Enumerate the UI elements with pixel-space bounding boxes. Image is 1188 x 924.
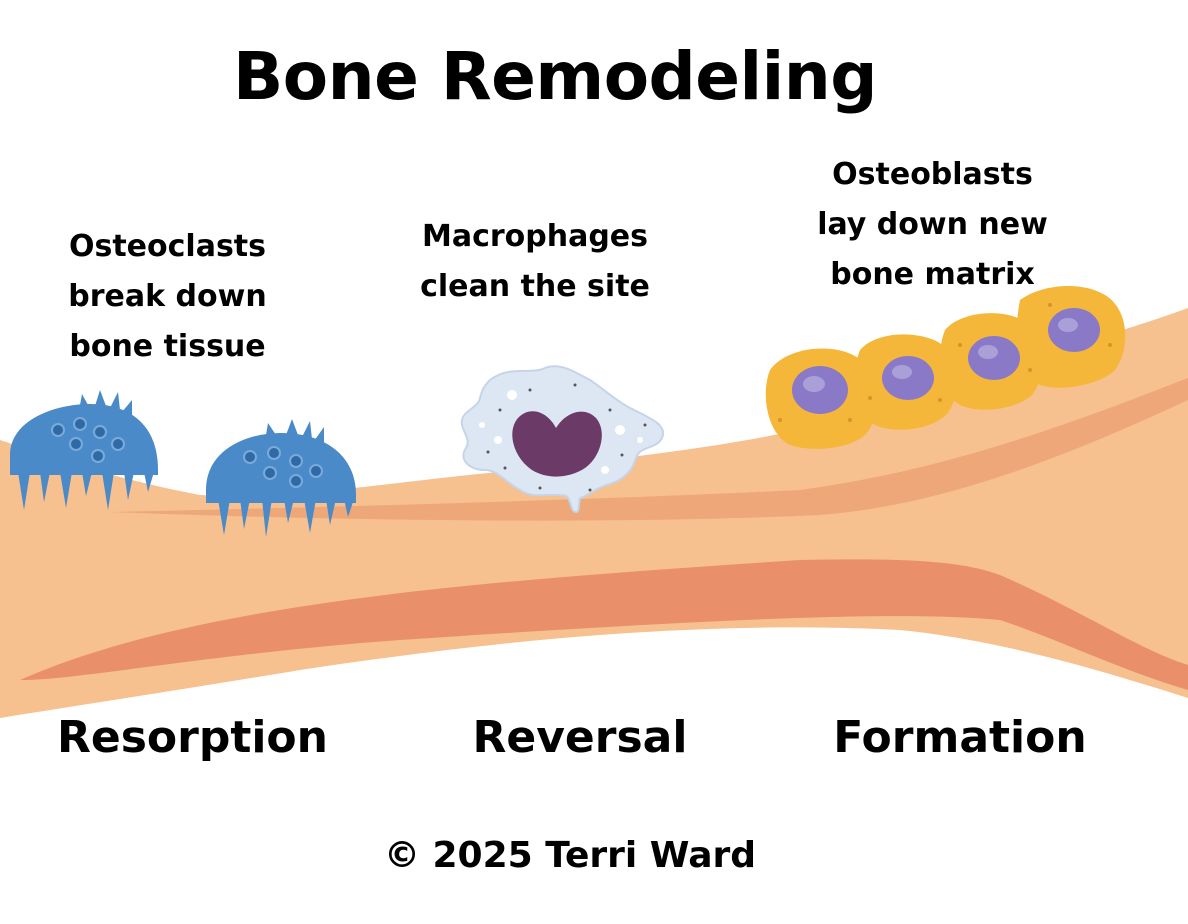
description-line: Osteoclasts — [68, 229, 267, 264]
reversal-description: Macrophages clean the site — [400, 212, 670, 312]
phase-label-resorption: Resorption — [56, 712, 328, 763]
description-line: Macrophages — [421, 219, 649, 254]
osteoclast-cells — [10, 390, 356, 537]
phase-label-formation: Formation — [833, 712, 1087, 763]
description-line: lay down new — [817, 207, 1048, 242]
resorption-description: Osteoclasts break down bone tissue — [40, 222, 295, 372]
description-line: bone tissue — [69, 329, 266, 364]
osteoblast-cells — [765, 285, 1126, 449]
formation-description: Osteoblasts lay down new bone matrix — [800, 150, 1065, 300]
bone-lower-band — [20, 559, 1188, 690]
osteoclast-cell — [206, 419, 356, 537]
osteoblast-cell — [940, 313, 1043, 410]
macrophage-cell — [460, 365, 665, 514]
macrophage-nucleus — [512, 411, 602, 477]
description-line: clean the site — [420, 269, 650, 304]
description-line: break down — [68, 279, 267, 314]
osteoblast-cell — [765, 348, 877, 449]
osteoblast-cell — [1016, 285, 1126, 388]
bone-upper-band — [110, 378, 1188, 521]
phase-label-reversal: Reversal — [472, 712, 688, 763]
diagram-title: Bone Remodeling — [232, 38, 878, 115]
osteoclast-cell — [10, 390, 158, 510]
description-line: bone matrix — [830, 257, 1035, 292]
osteoblast-cell — [855, 334, 957, 430]
description-line: Osteoblasts — [832, 157, 1033, 192]
copyright-notice: © 2025 Terri Ward — [383, 835, 757, 876]
